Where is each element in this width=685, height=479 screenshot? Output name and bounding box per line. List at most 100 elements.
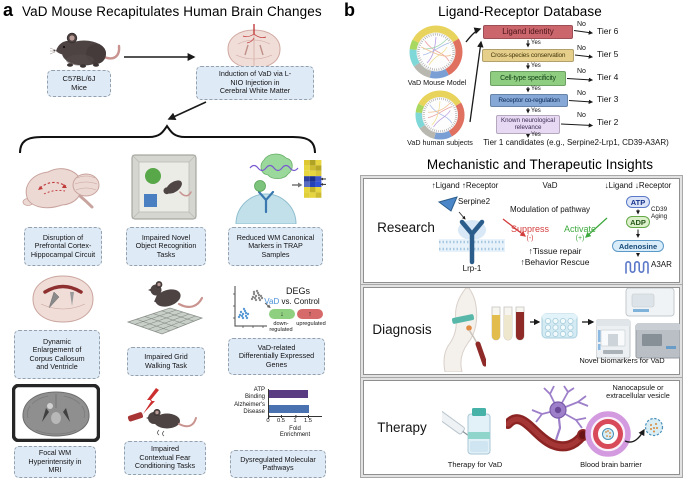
biomarkers-caption: Novel biomarkers for VaD xyxy=(579,356,665,365)
blood-tubes-illustration xyxy=(491,306,525,341)
trap-heatmap-illustration xyxy=(235,153,326,224)
enrichment-bar-1 xyxy=(268,389,308,398)
serpine2-label: Serpine2 xyxy=(458,197,491,206)
down-ligand-receptor: ↓Ligand ↓Receptor xyxy=(604,181,672,190)
tier-4-label: Tier 4 xyxy=(597,72,619,82)
item-label-6: VaD-related Differentially Expressed Gen… xyxy=(228,338,325,375)
item-label-4: Dynamic Enlargement of Corpus Callosum a… xyxy=(14,330,100,379)
aging-label: Aging xyxy=(651,213,668,220)
lrp1-receptor-membrane-icon xyxy=(439,219,505,265)
item-label-1: Disruption of Prefrontal Cortex- Hippoca… xyxy=(24,227,102,266)
flow-step-cross-species: Cross-species conservation xyxy=(482,49,574,62)
enrichment-bar-2 xyxy=(268,404,309,413)
deg-title: DEGs xyxy=(285,286,310,296)
nanocapsule-caption: Nanocapsule or extracellular vesicle xyxy=(606,383,670,401)
therapy-vial-caption: Therapy for VaD xyxy=(447,460,503,469)
no-label-1: No xyxy=(577,21,586,28)
mouse-strain-label: C57BL/6J Mice xyxy=(47,70,111,97)
down-regulated-label: down- regulated xyxy=(269,321,293,334)
a3ar-gpcr-icon xyxy=(625,261,649,274)
activate-label: Activate xyxy=(563,224,596,234)
bbb-vesicle-illustration xyxy=(585,411,631,457)
no-label-4: No xyxy=(577,90,586,97)
neuron-vessel-illustration xyxy=(506,385,589,452)
cd39-label: CD39 xyxy=(651,206,668,213)
enrichment-bar-chart: ATP Binding Alzheimer's Disease 0 0.5 1 … xyxy=(232,386,326,439)
yes-label-2: Yes xyxy=(531,62,541,69)
tissue-repair-label: ↑Tissue repair xyxy=(528,246,582,256)
mouse-illustration xyxy=(50,32,121,68)
grid-walking-illustration xyxy=(126,281,204,335)
chord-diagram-mouse xyxy=(409,25,463,79)
flow-step-ligand-identity: Ligand identity xyxy=(483,25,573,39)
induction-label: Induction of VaD via L- NIO Injection in… xyxy=(196,66,314,100)
a3ar-label: A3AR xyxy=(651,260,672,269)
yes-label-1: Yes xyxy=(531,39,541,46)
enrichment-cat-1: ATP Binding xyxy=(244,387,265,400)
panel-b-letter: b xyxy=(344,0,355,20)
bbb-caption: Blood brain barrier xyxy=(580,460,642,469)
no-label-2: No xyxy=(577,45,586,52)
enrichment-cat-2: Alzheimer's Disease xyxy=(234,402,265,415)
novel-object-box-illustration xyxy=(131,154,197,220)
flow-step-cell-type: Cell-type specificity xyxy=(490,71,566,86)
coronal-brain-illustration xyxy=(32,275,94,323)
x-tick-15: 1.5 xyxy=(303,415,313,424)
vad-label: VaD xyxy=(542,181,558,190)
enrichment-x-label: Fold Enrichment xyxy=(279,426,311,439)
yes-label-3: Yes xyxy=(531,86,541,92)
chord-human-caption: VaD human subjects xyxy=(407,138,473,147)
therapy-label: Therapy xyxy=(377,420,427,435)
lab-instruments-illustration xyxy=(596,288,680,359)
enrichment-x-axis: 0 0.5 1 1.5 xyxy=(266,415,322,426)
blood-draw-arm-illustration xyxy=(443,288,486,372)
tier-2-label: Tier 2 xyxy=(597,117,619,127)
suppress-sign: (-) xyxy=(526,235,534,242)
chord-mouse-caption: VaD Mouse Model xyxy=(407,78,467,87)
no-label-5: No xyxy=(577,112,586,119)
tier-6-label: Tier 6 xyxy=(597,26,619,36)
flow-step-receptor-coregulation: Receptor co-regulation xyxy=(490,94,568,107)
upregulated-label: upregulated xyxy=(296,321,326,327)
diagnosis-label: Diagnosis xyxy=(372,322,432,337)
up-ligand-receptor: ↑Ligand ↑Receptor xyxy=(431,181,499,190)
tier-3-label: Tier 3 xyxy=(597,94,619,104)
research-label: Research xyxy=(377,220,435,235)
adp-node: ADP xyxy=(626,216,650,228)
deg-vs-label: vs. Control xyxy=(279,297,320,306)
tier-1-candidates: Tier 1 candidates (e.g., Serpine2-Lrp1, … xyxy=(483,138,669,147)
nanocapsule-illustration xyxy=(644,417,664,437)
suppress-label: Suppress xyxy=(510,224,550,234)
panel-a-letter: a xyxy=(3,0,14,20)
down-regulated-pill: ↓ xyxy=(269,309,295,319)
injected-brain-illustration xyxy=(227,24,281,69)
syringe-vial-illustration xyxy=(442,408,491,455)
item-label-3: Reduced WM Canonical Markers in TRAP Sam… xyxy=(228,227,323,266)
no-label-3: No xyxy=(577,68,586,75)
item-label-5: Impaired Grid Walking Task xyxy=(127,347,205,376)
atp-node: ATP xyxy=(626,196,650,208)
fear-conditioning-illustration xyxy=(127,388,197,437)
yes-label-5: Yes xyxy=(531,132,541,138)
upregulated-pill: ↑ xyxy=(297,309,323,319)
enrichment-row-2: Alzheimer's Disease xyxy=(232,401,326,416)
chord-diagram-human xyxy=(415,90,465,140)
well-plate-illustration xyxy=(541,313,578,339)
sagittal-brain-illustration xyxy=(22,168,100,209)
enrichment-y-axis xyxy=(268,389,270,419)
deg-scatter-plot xyxy=(233,286,267,328)
activate-sign: (+) xyxy=(575,235,585,242)
panel-a-title: VaD Mouse Recapitulates Human Brain Chan… xyxy=(22,4,322,19)
behavior-rescue-label: ↑Behavior Rescue xyxy=(520,257,590,267)
x-tick-05: 0.5 xyxy=(276,415,286,424)
deg-vad-label: VaD xyxy=(264,297,280,306)
x-tick-1: 1 xyxy=(293,415,297,424)
lrp1-label: Lrp-1 xyxy=(462,264,482,273)
item-label-2: Impaired Novel Object Recognition Tasks xyxy=(126,227,206,266)
x-tick-0: 0 xyxy=(266,415,270,424)
item-label-8: Impaired Contextual Fear Conditioning Ta… xyxy=(124,441,206,475)
insights-title: Mechanistic and Therapeutic Insights xyxy=(426,157,654,172)
adenosine-node: Adenosine xyxy=(612,240,664,252)
mri-illustration xyxy=(12,384,100,442)
